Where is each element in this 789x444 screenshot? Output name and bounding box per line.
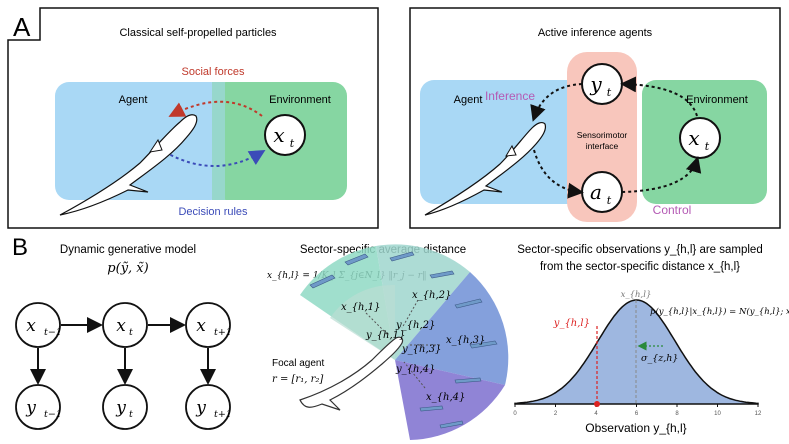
- svg-text:t−1: t−1: [44, 327, 62, 338]
- node-x-t: x t: [102, 302, 148, 348]
- svg-text:t: t: [607, 86, 612, 99]
- svg-text:y: y: [25, 398, 36, 418]
- focal-agent-label: Focal agent: [272, 358, 324, 369]
- svg-text:t: t: [290, 137, 295, 150]
- decision-rules-arrow: [164, 149, 266, 167]
- interface-label-1: Sensorimotor: [577, 130, 628, 140]
- state-node-label: x: [273, 123, 284, 147]
- observation-node: [581, 63, 623, 105]
- interface-label-2: interface: [586, 141, 619, 151]
- x-tick-label: 12: [755, 411, 762, 417]
- x-tick-label: 6: [635, 411, 639, 417]
- svg-text:y: y: [195, 398, 206, 418]
- obs-x-ticks: 0 2 4 6 8 10 12: [513, 404, 762, 417]
- sample-point: [594, 401, 600, 407]
- focal-agent-position: r = [r₁, r₂]: [272, 374, 323, 385]
- svg-text:t+1: t+1: [214, 327, 232, 338]
- panel-a-right: Active inference agents Agent Environmen…: [409, 7, 781, 229]
- obs-title-1: Sector-specific observations y_{h,l} are…: [517, 244, 762, 256]
- x-tick-label: 0: [513, 411, 517, 417]
- svg-text:x: x: [26, 316, 36, 336]
- model-formula: p(ỹ, x̃): [107, 261, 148, 276]
- x-tick-label: 4: [594, 411, 598, 417]
- right-title: Active inference agents: [538, 27, 653, 39]
- fish-icon-right: [424, 122, 547, 216]
- control-label: Control: [653, 203, 692, 217]
- social-forces-arrow: [168, 100, 263, 117]
- social-forces-label: Social forces: [182, 66, 245, 78]
- node-x-t-plus-1: x t+1: [185, 302, 232, 348]
- left-title: Classical self-propelled particles: [119, 27, 277, 39]
- xhl-label: x_{h,l}: [621, 290, 652, 300]
- sector-label-x4: x_{h,4}: [426, 392, 465, 403]
- svg-text:x: x: [196, 316, 206, 336]
- svg-text:y: y: [589, 72, 602, 96]
- inference-label: Inference: [485, 89, 535, 103]
- fish-icon: [59, 114, 198, 216]
- agent-label-right: Agent: [454, 94, 483, 106]
- sector-label-x1: x_{h,1}: [341, 302, 380, 313]
- x-tick-label: 8: [675, 411, 679, 417]
- control-arrow: [621, 156, 702, 193]
- decision-rules-label: Decision rules: [178, 206, 248, 218]
- sector-label-x2: x_{h,2}: [412, 290, 451, 301]
- svg-text:y: y: [115, 398, 126, 418]
- sensing-arrow: [620, 76, 698, 117]
- svg-text:t: t: [705, 140, 710, 153]
- model-title: Dynamic generative model: [60, 244, 196, 256]
- x-tick-label: 10: [714, 411, 721, 417]
- sector-label-y4: y_{h,4}: [395, 364, 435, 375]
- svg-text:t: t: [129, 327, 133, 338]
- obs-x-label: Observation y_{h,l}: [585, 421, 686, 435]
- svg-text:t: t: [607, 194, 612, 207]
- action-node: [581, 171, 623, 213]
- agent-label: Agent: [119, 94, 148, 106]
- svg-text:x: x: [116, 316, 126, 336]
- environment-label: Environment: [269, 94, 331, 106]
- sector-label-y3: y_{h,3}: [401, 344, 441, 355]
- focal-fish-icon: [299, 336, 404, 411]
- inference-arrow: [530, 83, 583, 122]
- panel-b-observations: Sector-specific observations y_{h,l} are…: [513, 244, 789, 435]
- node-y-t-minus-1: y t−1: [15, 384, 62, 430]
- panel-a-left: A Classical self-propelled particles Age…: [7, 7, 379, 229]
- svg-text:t−1: t−1: [44, 409, 62, 420]
- svg-text:t+1: t+1: [214, 409, 232, 420]
- agent-box-right: [420, 80, 592, 204]
- state-node-right: [679, 117, 721, 159]
- action-arrow: [533, 149, 584, 199]
- neighbor-fish-icons: [309, 251, 498, 429]
- environment-label-right: Environment: [686, 94, 748, 106]
- svg-text:a: a: [590, 180, 602, 204]
- sector-label-x3: x_{h,3}: [446, 335, 485, 346]
- panel-b-model: B Dynamic generative model p(ỹ, x̃) x t−…: [12, 234, 232, 430]
- node-x-t-minus-1: x t−1: [15, 302, 62, 348]
- obs-title-2: from the sector-specific distance x_{h,l…: [540, 261, 740, 273]
- sigma-label: σ_{z,h}: [641, 353, 678, 364]
- panel-b-label: B: [12, 234, 28, 261]
- likelihood-formula: p(y_{h,l}|x_{h,l}) = N(y_{h,l}; x_{h,l},…: [650, 306, 789, 317]
- node-y-t-plus-1: y t+1: [185, 384, 232, 430]
- yhl-label: y_{h,l}: [553, 318, 590, 329]
- node-y-t: y t: [102, 384, 148, 430]
- svg-text:t: t: [129, 409, 133, 420]
- sector-label-y2: y_{h,2}: [395, 320, 435, 331]
- sector-label-y1: y_{h,1}: [365, 330, 405, 341]
- panel-b-sectors: Sector-specific average distance x_{h,l}…: [267, 244, 509, 440]
- state-node: [264, 114, 306, 156]
- svg-text:x: x: [688, 126, 699, 150]
- x-tick-label: 2: [554, 411, 558, 417]
- panel-a-label: A: [13, 12, 31, 42]
